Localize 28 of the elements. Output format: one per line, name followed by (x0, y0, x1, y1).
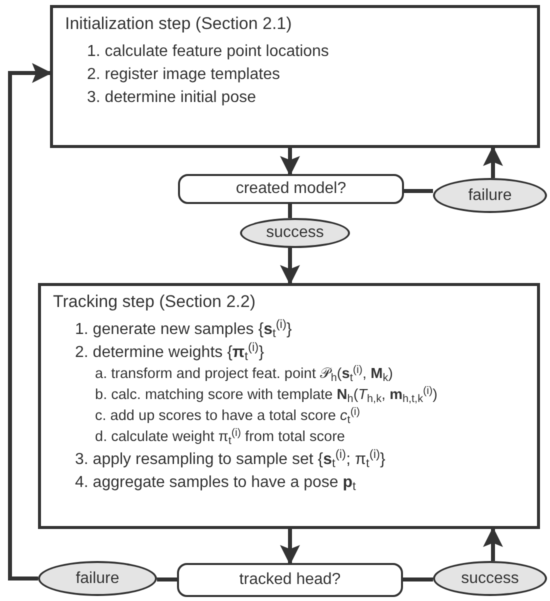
node-label: success (461, 568, 519, 588)
node-label: created model? (236, 179, 346, 199)
step-item: 1. generate new samples {s$_{t}$$^{(i)}$} (74, 318, 293, 341)
step-item: 3. apply resampling to sample set {s$_{t}$$^{(i)}$; π$_{t}$$^{(i)}$} (74, 448, 386, 471)
arrow (280, 529, 300, 565)
arrow (483, 527, 503, 561)
step-item: 1. calculate feature point locations (86, 42, 330, 62)
step-item: 4. aggregate samples to have a pose p$_{t}$ (74, 473, 357, 494)
step-title: Initialization step (Section 2.1) (65, 13, 293, 35)
step-item: b. calc. matching score with template N$_{h}$(T$_{h,k}$, m$_{h,t,k}$$^{(i)}$) (94, 385, 439, 406)
node-label: failure (468, 186, 512, 206)
arrow (280, 248, 300, 285)
decision-box (177, 563, 403, 597)
arrow (483, 146, 503, 178)
node-label: tracked head? (239, 570, 341, 590)
step-title: Tracking step (Section 2.2) (53, 291, 257, 313)
step-item: a. transform and project feat. point 𝒫$_{h}$(s$_{t}$$^{(i)}$, M$_{k}$) (94, 364, 394, 385)
step-item: 3. determine initial pose (86, 88, 257, 108)
arrow (280, 148, 300, 176)
node-label: failure (76, 568, 120, 588)
step-item: 2. determine weights {π$_{t}$$^{(i)}$} (74, 341, 266, 364)
step-box (50, 5, 540, 148)
arrow (8, 63, 52, 580)
node-label: success (266, 223, 324, 243)
decision-box (178, 174, 404, 204)
step-item: d. calculate weight π$_{t}$$^{(i)}$ from total score (94, 427, 346, 448)
step-item: 2. register image templates (86, 65, 281, 85)
step-box (38, 283, 540, 529)
